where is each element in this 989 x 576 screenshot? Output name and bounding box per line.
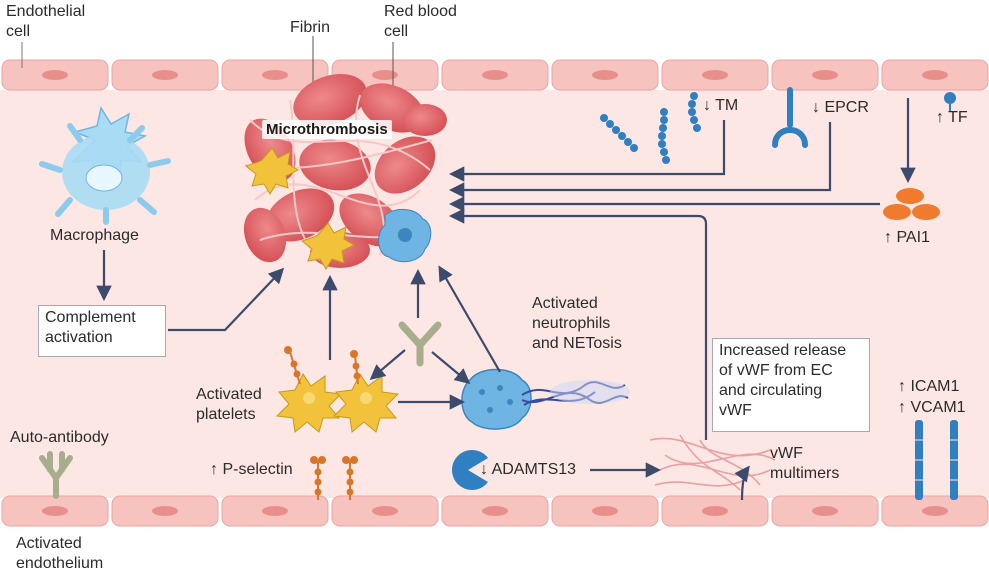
- activated-platelet: [275, 373, 343, 433]
- endothelium-line2: endothelium: [16, 555, 104, 572]
- arrow-complement-to-clot: [168, 267, 285, 332]
- endothelial-nucleus: [812, 506, 838, 516]
- arrow-vwf-to-clot: [448, 208, 708, 440]
- tf-label: ↑ TF: [936, 109, 968, 126]
- arrow-tm-to-clot: [448, 120, 726, 182]
- endothelial-nucleus: [152, 70, 178, 80]
- activated-endothelium-label: Activated endothelium: [16, 534, 103, 574]
- endothelial-nucleus: [592, 70, 618, 80]
- epcr-label: ↓ EPCR: [812, 99, 869, 116]
- release-line1: Increased release: [719, 342, 847, 359]
- activated-platelets-label: Activated platelets: [196, 385, 262, 425]
- endothelial-cell-line2: cell: [6, 23, 31, 40]
- vwf-multimers: [649, 434, 776, 491]
- endothelial-nucleus: [812, 70, 838, 80]
- arrow-neutrophil-to-clot: [438, 265, 501, 373]
- release-line4: vWF: [719, 402, 752, 419]
- release-line3: and circulating: [719, 382, 823, 399]
- auto-antibody-bottom: [39, 451, 73, 499]
- arrow-antibody-to-platelets: [369, 349, 406, 380]
- vwf-multimers-label: vWF multimers: [770, 444, 839, 484]
- endothelial-nucleus: [372, 506, 398, 516]
- endothelial-nucleus: [42, 506, 68, 516]
- endothelial-nucleus: [922, 70, 948, 80]
- auto-antibody-center: [398, 321, 442, 367]
- endothelial-nucleus: [922, 506, 948, 516]
- activated-neutrophils-label: Activated neutrophils and NETosis: [532, 294, 622, 354]
- endothelial-nucleus: [482, 70, 508, 80]
- endothelial-nucleus: [372, 70, 398, 80]
- arrows: [96, 98, 916, 501]
- endothelial-cell-line1: Endothelial: [6, 3, 86, 20]
- rbc-line2: cell: [384, 23, 409, 40]
- complement-activation-box: Complement activation: [38, 305, 166, 357]
- vwf-line1: vWF: [770, 445, 803, 462]
- vessel-lumen: [0, 90, 989, 498]
- activated-neutrophil: [461, 368, 630, 430]
- fibrin-strand: [244, 94, 433, 261]
- trapped-platelet: [300, 222, 356, 270]
- rbc: [293, 73, 367, 127]
- complement-line2: activation: [45, 329, 113, 346]
- p-selectin-label: ↑ P-selectin: [210, 461, 293, 478]
- tm-label: ↓ TM: [703, 97, 739, 114]
- increased-release-box: Increased release of vWF from EC and cir…: [712, 338, 870, 432]
- adamts13-label: ↓ ADAMTS13: [480, 461, 577, 478]
- platelet-p-selectin: [284, 346, 361, 385]
- macrophage-cell: [39, 106, 171, 225]
- endothelial-p-selectin: [310, 456, 358, 500]
- complement-line1: Complement: [45, 309, 136, 326]
- rbc: [403, 104, 447, 136]
- release-line2: of vWF from EC: [719, 362, 833, 379]
- endothelial-nucleus: [482, 506, 508, 516]
- endothelial-nucleus: [702, 70, 728, 80]
- neutrophils-line3: and NETosis: [532, 335, 622, 352]
- neutrophils-line1: Activated: [532, 295, 598, 312]
- endothelial-nucleus: [592, 506, 618, 516]
- platelets-line1: Activated: [196, 386, 262, 403]
- microthrombosis-label: Microthrombosis: [262, 120, 392, 139]
- neutrophils-line2: neutrophils: [532, 315, 611, 332]
- neutrophil-nucleus: [398, 228, 412, 242]
- endothelium-line1: Activated: [16, 535, 82, 552]
- pai1-molecules: [883, 188, 940, 220]
- platelets-line2: platelets: [196, 406, 256, 423]
- rbc-line1: Red blood: [384, 3, 457, 20]
- rbc: [243, 207, 287, 263]
- adamts13-enzyme: [452, 450, 488, 490]
- endothelial-nucleus: [262, 70, 288, 80]
- fibrin-label: Fibrin: [290, 19, 331, 36]
- endothelial-cell-label: Endothelial cell: [6, 2, 85, 42]
- icam1-vcam1-receptors: [915, 420, 958, 500]
- tm-chains: [600, 92, 701, 164]
- auto-antibody-label: Auto-antibody: [10, 429, 109, 446]
- pai1-label: ↑ PAI1: [884, 229, 930, 246]
- top-endothelium: [1, 59, 989, 91]
- vcam1-label: ↑ VCAM1: [898, 399, 966, 416]
- macrophage-label: Macrophage: [50, 227, 139, 244]
- tf-molecule: [944, 92, 956, 104]
- arrow-epcr-to-clot: [448, 122, 832, 198]
- endothelial-nucleus: [262, 506, 288, 516]
- rbc: [299, 139, 371, 191]
- endothelial-nucleus: [42, 70, 68, 80]
- arrow-vwf-release: [734, 465, 750, 501]
- icam1-label: ↑ ICAM1: [898, 378, 960, 395]
- epcr-receptor: [772, 87, 808, 148]
- endothelial-nucleus: [702, 506, 728, 516]
- bottom-endothelium: [1, 495, 989, 527]
- vwf-line2: multimers: [770, 465, 840, 482]
- rbc-label: Red blood cell: [384, 2, 457, 42]
- endothelial-nucleus: [152, 506, 178, 516]
- trapped-platelet: [244, 147, 300, 195]
- arrow-antibody-to-neutrophil: [431, 351, 471, 384]
